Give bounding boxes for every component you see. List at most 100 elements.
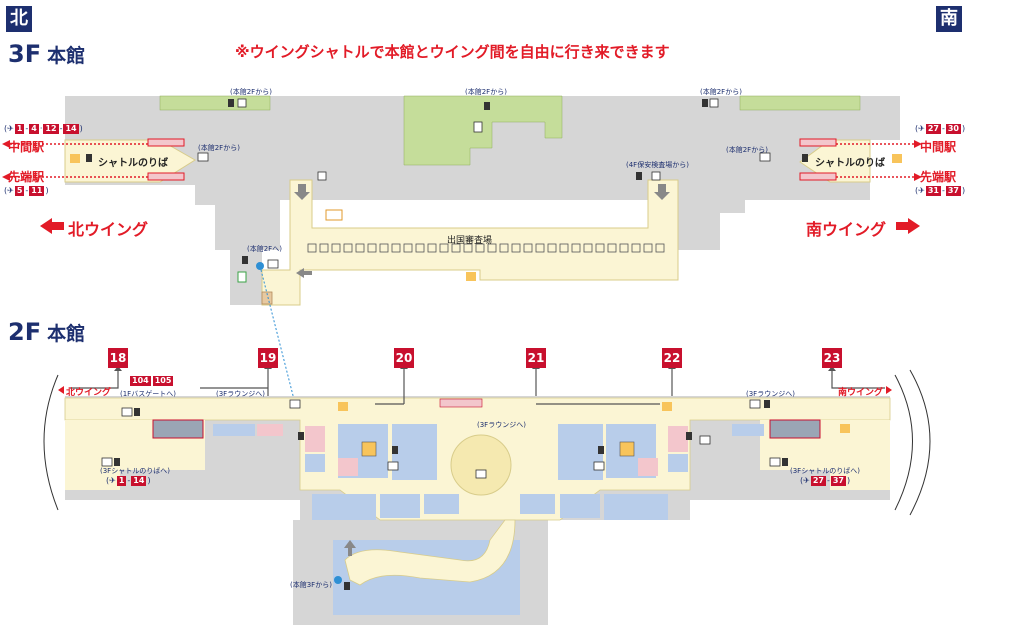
gate-21[interactable]: 21 <box>526 348 546 368</box>
gate-badge: 12 <box>43 124 59 134</box>
hall-arrow-down-left <box>294 184 310 200</box>
hall-arrow-down-right <box>654 184 670 200</box>
floor2-restroom-icons <box>338 402 850 457</box>
floor2-name: 本館 <box>47 323 86 345</box>
gate-badge: 4 <box>29 124 39 134</box>
gate-range-2f-left: (✈1-14) <box>106 476 151 486</box>
shuttle-arrow-right-upper <box>914 140 922 148</box>
gate-badge: 31 <box>925 186 941 196</box>
gate-23[interactable]: 23 <box>822 348 842 368</box>
restroom-icons <box>70 154 902 283</box>
shuttle-notice: ※ウイングシャトルで本館とウイング間を自由に行き来できます <box>235 43 670 61</box>
from-main2f-shuttle-right-label: (本館2Fから) <box>726 146 768 154</box>
gate-range-right-mid: (✈27-30) <box>915 124 966 134</box>
hall-arrow-left <box>296 268 312 278</box>
walkway-up-arrow <box>344 540 356 556</box>
green-zone-center <box>403 95 563 166</box>
gate-badge: 37 <box>830 476 846 486</box>
shuttle-boarding-right-label: シャトルのりば <box>815 158 885 169</box>
gate-badge: 14 <box>131 476 147 486</box>
gate-badge: 27 <box>925 124 941 134</box>
to-main2f-label: (本館2Fへ) <box>247 245 282 253</box>
escalator-icons <box>197 98 771 269</box>
gate-badge-104: 104 <box>130 376 151 386</box>
north-wing-label[interactable]: 北ウイング <box>68 220 149 239</box>
station-end-right: 先端駅 <box>920 170 957 184</box>
floor3-level: 3F <box>8 40 42 68</box>
lounge-center-label: (3Fラウンジへ) <box>477 421 526 429</box>
central-plaza <box>450 434 512 496</box>
gate-19[interactable]: 19 <box>258 348 278 368</box>
gate-range-right-end: (✈31-37) <box>915 186 966 196</box>
bus-gate-label: (1Fバスゲートへ) <box>120 390 176 398</box>
from-main2f-right-label: (本館2Fから) <box>700 88 742 96</box>
gate-range-2f-right: (✈27-37) <box>800 476 851 486</box>
gate-20[interactable]: 20 <box>394 348 414 368</box>
floor2-elevator-icons <box>114 400 788 590</box>
lounge-right-label: (3Fラウンジへ) <box>746 390 795 398</box>
gate-badge-105: 105 <box>152 376 174 386</box>
gate-22[interactable]: 22 <box>662 348 682 368</box>
gate-range-left-mid: (✈1-4·12-14) <box>4 124 83 134</box>
station-end-left: 先端駅 <box>8 170 45 184</box>
shuttle-car-right-upper <box>799 138 837 147</box>
shuttle-car-right-lower <box>799 172 837 181</box>
shuttle-left-label: (3Fシャトルのりばへ) <box>100 467 170 475</box>
gate-badge: 1 <box>116 476 127 486</box>
shop-blocks <box>152 398 821 520</box>
shuttle-car-left-upper <box>147 138 185 147</box>
gate-badge: 11 <box>29 186 45 196</box>
floor2-south-wing-label[interactable]: 南ウイング <box>838 388 884 398</box>
gate-badge: 27 <box>810 476 826 486</box>
south-indicator: 南 <box>936 6 962 32</box>
left-curve <box>43 374 59 511</box>
floor2-south-wing-arrow-icon <box>886 386 892 394</box>
gate-badge: 30 <box>945 124 961 134</box>
from-main2f-shuttle-left-label: (本館2Fから) <box>198 144 240 152</box>
gate-18[interactable]: 18 <box>108 348 128 368</box>
gate-badge: 1 <box>14 124 25 134</box>
shuttle-boarding-left-label: シャトルのりば <box>98 158 168 169</box>
inspection-booths <box>307 243 665 253</box>
shuttle-arrow-left-lower <box>2 173 10 181</box>
shuttle-platform-left <box>64 139 196 183</box>
station-mid-left: 中間駅 <box>8 140 45 154</box>
station-mid-right: 中間駅 <box>920 140 957 154</box>
north-indicator: 北 <box>6 6 32 32</box>
north-wing-arrow-icon <box>40 218 64 234</box>
shuttle-arrow-right-lower <box>914 173 922 181</box>
gate-range-left-end: (✈5-11) <box>4 186 49 196</box>
floor3-gray-area <box>65 96 900 305</box>
gate-badge: 14 <box>63 124 79 134</box>
south-wing-arrow-icon <box>896 218 920 234</box>
floor2-north-wing-label[interactable]: 北ウイング <box>66 388 112 398</box>
shuttle-arrow-left-upper <box>2 140 10 148</box>
right-curve <box>894 374 913 511</box>
south-wing-label[interactable]: 南ウイング <box>806 220 887 239</box>
shuttle-connector-box <box>261 291 273 305</box>
gate-badge: 5 <box>14 186 25 196</box>
from-main2f-left-label: (本館2Fから) <box>230 88 272 96</box>
floor2-level: 2F <box>8 318 42 346</box>
from-main2f-top-label: (本館2Fから) <box>465 88 507 96</box>
elevator-icons <box>86 99 808 264</box>
plane-icons <box>114 364 836 371</box>
shuttle-car-left-lower <box>147 172 185 181</box>
jet-bridges <box>70 368 885 405</box>
floor3-name: 本館 <box>47 45 86 67</box>
from-4f-label: (4F保安検査場から) <box>626 161 689 169</box>
from-main3f-label: (本館3Fから) <box>290 581 332 589</box>
floor2-north-wing-arrow-icon <box>58 386 64 394</box>
floor2-escalator-icons <box>101 399 781 479</box>
gate-badge: 37 <box>945 186 961 196</box>
connector-node-2f <box>334 576 342 584</box>
lower-walkway <box>344 519 516 586</box>
green-zone-right <box>739 95 861 111</box>
departure-hall-area <box>261 179 679 306</box>
shuttle-right-label: (3Fシャトルのりばへ) <box>790 467 860 475</box>
